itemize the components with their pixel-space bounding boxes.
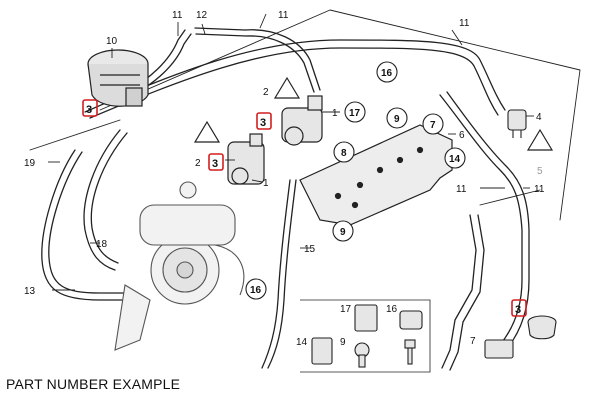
circle-marker [344,101,366,123]
valve-part-1-lower [227,133,265,185]
callout-4: 4 [536,112,542,123]
cap-part-3-body [527,321,557,340]
circled-callout-14: 14 [449,154,461,165]
hose-15-a [261,179,291,369]
leader-lines [48,13,534,291]
highlight-box [82,99,98,117]
callout-11: 11 [278,10,289,21]
bolt-shank-9 [358,354,366,368]
circled-callout-16: 16 [381,68,393,79]
canister-part-10 [87,49,149,107]
circled-callout-16: 16 [250,285,262,296]
frame-right-line [479,189,541,206]
callout-11: 11 [172,10,183,21]
circle-marker [386,107,408,129]
kit-callout-9: 9 [340,337,346,348]
pipe-lower-right-b [449,214,485,371]
kit-callout-16: 16 [386,304,398,315]
circle-marker [245,278,267,300]
bolt-shank-screw [407,347,413,365]
callout-5: 5 [537,166,543,177]
hose-12-bottom [195,33,247,37]
hose-11-right-b [446,91,530,351]
highlight-callout-3: 3 [212,158,218,170]
callout-6: 6 [459,130,465,141]
callout-19: 19 [24,158,36,169]
hose-11-right-a [439,94,523,346]
circle-marker [422,113,444,135]
clip-part-7 [484,339,514,359]
warning-triangle-icon [526,128,554,151]
circle-marker [333,141,355,163]
highlight-box [511,299,527,317]
callout-18: 18 [96,239,108,250]
warning-triangle-icon [273,76,301,99]
circle-marker [332,220,354,242]
circle-marker [444,147,466,169]
circled-callouts: 16 17 9 7 8 14 9 16 [245,61,466,300]
small-parts-grid [311,304,557,368]
circle-marker [376,61,398,83]
callout-2: 2 [195,158,201,169]
callout-12: 12 [196,10,208,21]
clip-part-14 [311,337,333,365]
valve-part-4 [507,109,527,138]
highlight-callout-3: 3 [86,104,92,116]
clip-part-16 [399,310,423,330]
hose-12-top [194,27,246,31]
frame-top-line [99,9,581,221]
turbocharger [114,181,245,351]
callout-11: 11 [459,18,470,29]
frame-left-line [29,119,121,151]
highlight-box [208,153,224,171]
callout-10: 10 [106,36,118,47]
kit-callout-7: 7 [470,336,476,347]
small-parts-labels: 17 16 14 9 7 [296,304,476,348]
hose-upper-b [89,47,499,119]
circled-callout-9: 9 [394,114,400,125]
hose-13-a [41,149,131,301]
clip-part-17 [354,304,378,332]
callout-15: 15 [304,244,316,255]
kit-callout-17: 17 [340,304,352,315]
warning-triangle-icon [193,120,221,143]
callout-1: 1 [332,108,338,119]
circled-callout-17: 17 [349,108,361,119]
circled-callout-8: 8 [341,148,347,159]
hose-13-b [48,151,131,294]
circled-callout-7: 7 [430,120,436,131]
highlight-callout-3: 3 [260,117,266,129]
highlight-box [256,112,272,130]
hose-18-a [83,129,121,271]
highlighted-callouts: 3 3 3 3 [82,99,527,317]
valve-part-1-upper [281,95,323,146]
pipe-lower-right-a [441,214,477,369]
hose-upper-a [84,39,506,113]
callout-11: 11 [534,184,545,195]
callout-13: 13 [24,286,36,297]
hose-18-b [90,132,128,264]
bracket-part-6 [299,124,453,226]
hose-top-right-a [244,29,321,91]
hose-15-b [267,179,297,369]
circled-callout-9: 9 [340,227,346,238]
warning-triangles [193,76,554,151]
callout-labels: 11 12 11 11 10 2 1 4 5 6 2 1 19 11 11 18… [24,10,545,297]
hose-top-right-b [245,35,315,93]
bolt-head-screw [404,339,416,349]
callout-2: 2 [263,87,269,98]
highlight-callout-3: 3 [515,304,521,316]
callout-1: 1 [263,178,269,189]
callout-11: 11 [456,184,467,195]
caption: PART NUMBER EXAMPLE [6,376,181,392]
small-parts-frame [300,299,431,373]
kit-callout-14: 14 [296,337,308,348]
